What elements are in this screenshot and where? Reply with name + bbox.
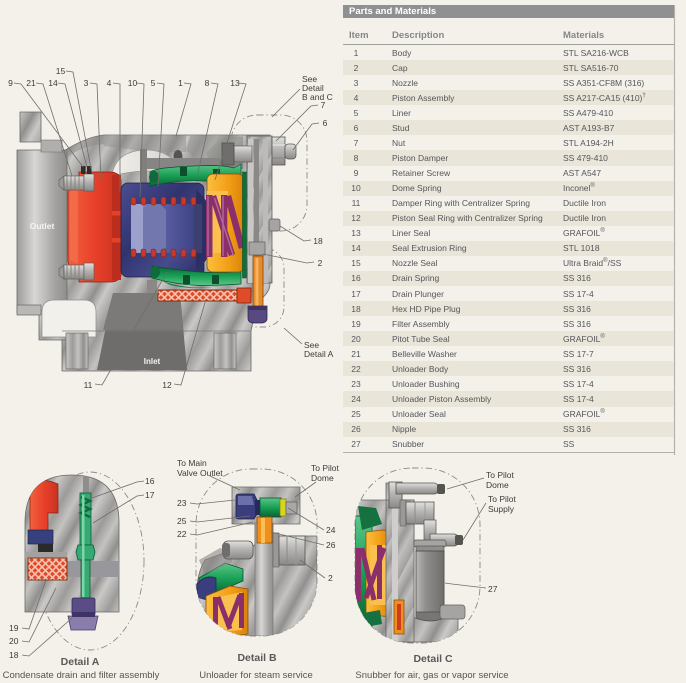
svg-text:8: 8	[205, 78, 210, 88]
svg-text:2: 2	[318, 258, 323, 268]
svg-text:Condensate drain and filter as: Condensate drain and filter assembly	[3, 670, 160, 681]
svg-text:See: See	[304, 340, 319, 350]
svg-text:Valve Outlet: Valve Outlet	[177, 468, 223, 478]
svg-text:21: 21	[26, 78, 36, 88]
svg-text:11: 11	[84, 380, 93, 390]
svg-text:2: 2	[328, 573, 333, 583]
svg-text:7: 7	[321, 100, 326, 110]
svg-text:Outlet: Outlet	[30, 221, 55, 231]
svg-text:Detail: Detail	[302, 83, 324, 93]
svg-text:To Main: To Main	[177, 458, 207, 468]
svg-text:13: 13	[230, 78, 240, 88]
svg-text:5: 5	[151, 78, 156, 88]
svg-text:18: 18	[313, 236, 323, 246]
svg-text:14: 14	[48, 78, 58, 88]
svg-text:Snubber for air, gas or vapor: Snubber for air, gas or vapor service	[355, 670, 508, 681]
svg-text:23: 23	[177, 498, 187, 508]
svg-text:12: 12	[162, 380, 172, 390]
svg-text:Dome: Dome	[311, 473, 334, 483]
svg-text:9: 9	[8, 78, 13, 88]
svg-text:Supply: Supply	[488, 504, 515, 514]
svg-text:20: 20	[9, 636, 19, 646]
svg-text:To Pilot: To Pilot	[311, 463, 340, 473]
svg-text:18: 18	[9, 650, 19, 660]
svg-text:10: 10	[128, 78, 138, 88]
svg-text:15: 15	[56, 66, 66, 76]
svg-text:24: 24	[326, 525, 336, 535]
svg-text:16: 16	[145, 476, 155, 486]
svg-text:6: 6	[323, 118, 328, 128]
svg-text:To Pilot: To Pilot	[486, 470, 515, 480]
svg-text:25: 25	[177, 516, 187, 526]
svg-text:Detail B: Detail B	[237, 652, 277, 664]
svg-text:To Pilot: To Pilot	[488, 494, 517, 504]
svg-text:22: 22	[177, 529, 187, 539]
svg-text:19: 19	[9, 623, 19, 633]
svg-text:Inlet: Inlet	[144, 357, 161, 366]
svg-text:17: 17	[145, 490, 155, 500]
svg-text:4: 4	[107, 78, 112, 88]
svg-text:Detail C: Detail C	[413, 653, 453, 665]
svg-text:Detail A: Detail A	[304, 349, 334, 359]
svg-text:See: See	[302, 74, 317, 84]
svg-text:3: 3	[84, 78, 89, 88]
svg-text:Dome: Dome	[486, 480, 509, 490]
svg-text:B and C: B and C	[302, 92, 333, 102]
svg-text:Detail A: Detail A	[61, 656, 100, 668]
svg-text:1: 1	[178, 78, 183, 88]
svg-text:Unloader for steam service: Unloader for steam service	[199, 670, 313, 681]
svg-text:26: 26	[326, 540, 336, 550]
svg-text:27: 27	[488, 584, 498, 594]
